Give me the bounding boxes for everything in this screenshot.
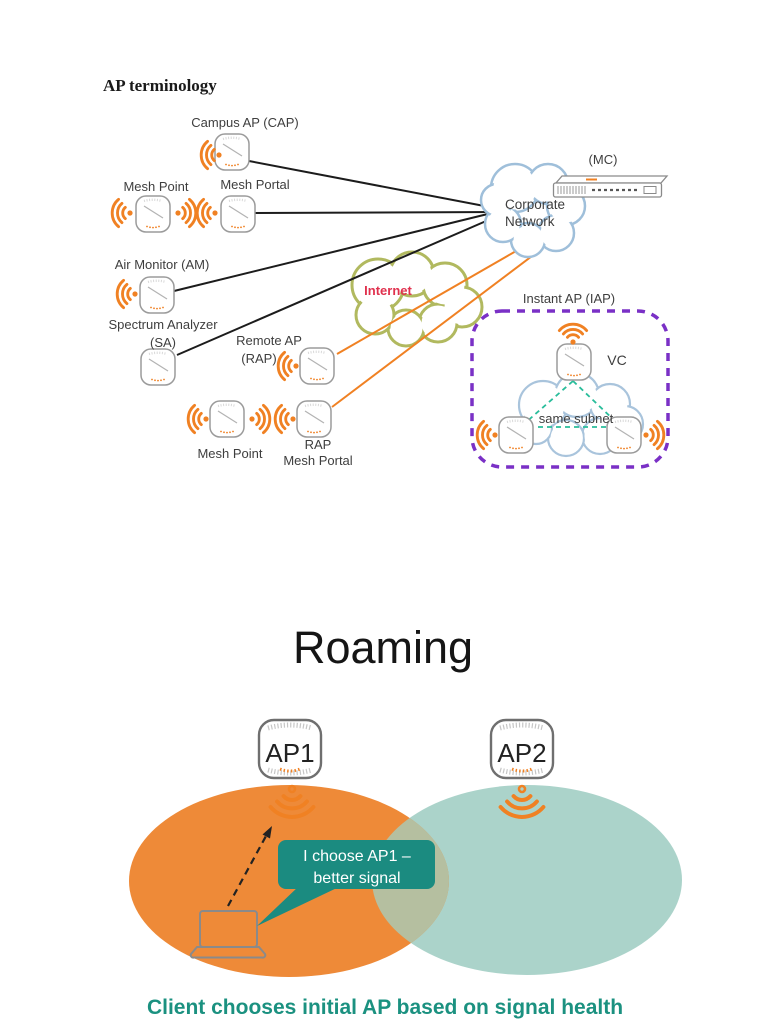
label-same-subnet: same subnet: [539, 411, 614, 426]
label-internet: Internet: [364, 283, 412, 298]
label-mesh-point-2: Mesh Point: [197, 446, 262, 461]
roaming-caption: Client chooses initial AP based on signa…: [147, 996, 623, 1019]
ap1-icon: AP1: [259, 720, 321, 778]
lan-link-lines: [173, 160, 501, 356]
ap-icon-remote-ap: [298, 346, 336, 386]
label-remote-ap-abbr: (RAP): [241, 351, 276, 366]
label-corporate-network-1: Corporate: [505, 197, 565, 212]
label-rap-mesh-portal: Mesh Portal: [283, 453, 352, 468]
speech-bubble: I choose AP1 – better signal: [257, 840, 435, 926]
bubble-text-line1: I choose AP1 –: [303, 848, 411, 865]
label-rap: RAP: [305, 437, 332, 452]
wifi-icon: [186, 403, 211, 435]
wifi-icon: [276, 350, 301, 382]
label-corporate-network-2: Network: [505, 214, 555, 229]
bubble-text-line2: better signal: [313, 870, 400, 887]
ap-icon-spectrum-analyzer: [139, 347, 177, 387]
ap-icon-mesh-point: [134, 194, 172, 234]
roaming-diagram: Roaming AP1 AP2 I choose A: [129, 622, 682, 1019]
ap-icon-mesh-point-2: [208, 399, 246, 439]
wifi-icon: [195, 197, 220, 229]
label-mesh-point: Mesh Point: [123, 179, 188, 194]
ap2-coverage-ellipse: [372, 785, 682, 975]
label-instant-ap: Instant AP (IAP): [523, 291, 615, 306]
ap2-label: AP2: [497, 738, 546, 768]
wifi-icon: [110, 197, 135, 229]
vc-mesh-dashed-links: [523, 380, 617, 428]
ap-icon-air-monitor: [138, 275, 176, 315]
roaming-title: Roaming: [293, 622, 473, 673]
ap2-icon: AP2: [491, 720, 553, 778]
wifi-icon: [247, 403, 272, 435]
rap-uplink-lines: [331, 242, 541, 408]
wifi-icon: [475, 419, 500, 451]
label-spectrum-analyzer-abbr: (SA): [150, 335, 176, 350]
ap1-label: AP1: [265, 738, 314, 768]
network-controller-icon: [552, 175, 669, 198]
ap-icon-vc: [555, 342, 593, 382]
ap-icon-campus: [213, 132, 251, 172]
wifi-icon: [557, 322, 589, 347]
laptop-icon: [189, 910, 267, 959]
ap-icon-iap-left: [497, 415, 535, 455]
iap-dashed-border: [470, 309, 670, 469]
ap-icon-mesh-portal: [219, 194, 257, 234]
label-spectrum-analyzer: Spectrum Analyzer: [108, 317, 218, 332]
ap-terminology-diagram: AP terminology: [103, 76, 670, 469]
label-mesh-portal: Mesh Portal: [220, 177, 289, 192]
internet-cloud: [350, 250, 484, 348]
wifi-icon: [641, 419, 666, 451]
ap-terminology-heading: AP terminology: [103, 76, 217, 95]
label-campus-ap: Campus AP (CAP): [191, 115, 298, 130]
label-air-monitor: Air Monitor (AM): [115, 257, 210, 272]
wifi-icon: [273, 403, 298, 435]
ap-icon-rap-mesh-portal: [295, 399, 333, 439]
association-arrow-icon: [227, 826, 272, 907]
label-remote-ap: Remote AP: [236, 333, 302, 348]
wifi-icon: [173, 197, 198, 229]
wifi-icon: [115, 278, 140, 310]
label-mc: (MC): [589, 152, 618, 167]
label-vc: VC: [607, 352, 626, 368]
